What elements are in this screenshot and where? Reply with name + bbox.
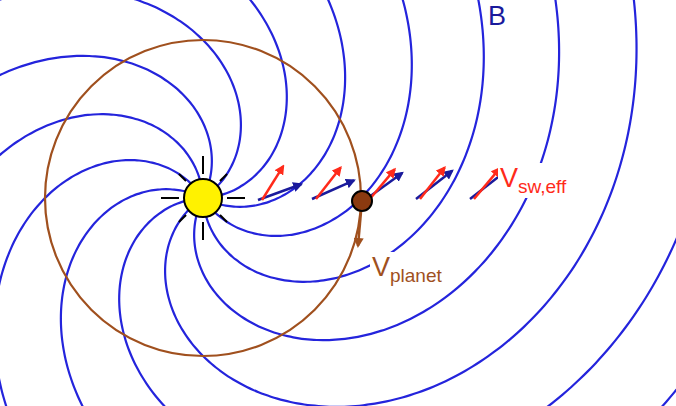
solar-wind-arrow xyxy=(316,167,341,199)
sun-ray xyxy=(161,197,179,199)
sun xyxy=(184,179,222,217)
planet-orbit xyxy=(45,40,361,356)
field-line xyxy=(0,0,559,406)
solar-wind-arrow xyxy=(369,169,395,200)
planet xyxy=(352,191,372,211)
vector-arrows xyxy=(258,166,506,200)
field-line xyxy=(0,0,637,406)
sun-rays xyxy=(161,156,245,240)
solar-wind-arrow xyxy=(262,166,283,200)
planet-velocity-arrow xyxy=(358,212,361,246)
sun-ray xyxy=(227,197,245,199)
velocity-label: Vsw,eff xyxy=(498,163,568,198)
velocity-label: Vplanet xyxy=(370,252,444,287)
field-label: B xyxy=(486,1,508,32)
sun-ray xyxy=(202,222,204,240)
field-line xyxy=(0,0,629,406)
solar-wind-arrow xyxy=(420,167,445,199)
sun-ray xyxy=(220,174,227,181)
sun-ray xyxy=(179,174,186,181)
solar-wind-arrow xyxy=(474,168,500,199)
sun-ray xyxy=(179,215,186,222)
magnetic-field-arrow xyxy=(416,171,452,199)
sun-ray xyxy=(220,215,227,222)
sun-ray xyxy=(202,156,204,174)
field-line xyxy=(0,0,484,406)
